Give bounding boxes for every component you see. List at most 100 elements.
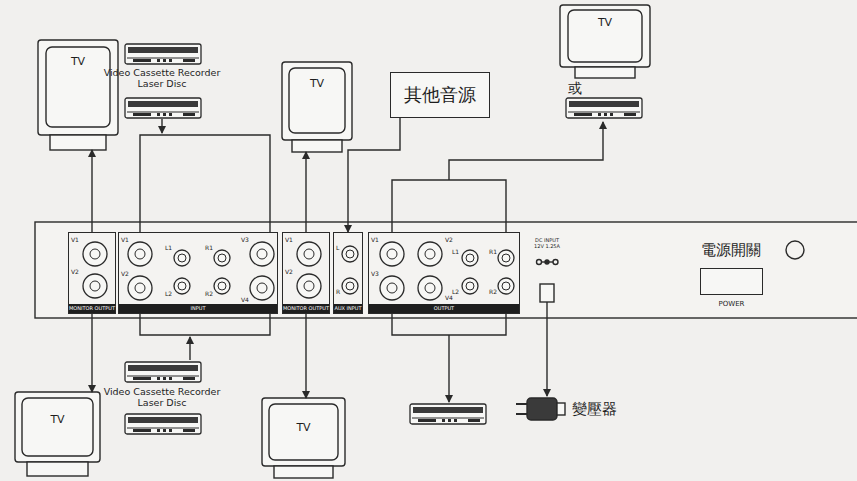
tv-body <box>560 5 650 67</box>
tv-body <box>282 62 352 140</box>
adapter-prong <box>516 403 527 405</box>
input-bracket <box>140 314 270 335</box>
jack-socket <box>380 276 404 300</box>
jack-socket <box>174 250 190 266</box>
jack-socket <box>128 276 152 300</box>
jack-socket <box>90 249 100 259</box>
section-label: INPUT <box>119 304 277 313</box>
jack-socket <box>346 250 354 258</box>
jack-label: V1 <box>371 237 379 243</box>
section-label: OUTPUT <box>369 304 519 313</box>
jack-socket <box>178 282 186 290</box>
jack-socket <box>425 249 435 259</box>
jack-socket <box>498 278 514 294</box>
jack-socket <box>466 282 474 290</box>
signal-connector <box>91 314 92 392</box>
jack-socket <box>342 246 358 262</box>
output-section: V1V2L1R1V3V4L2R2OUTPUT <box>368 232 520 314</box>
jack-socket <box>218 254 226 262</box>
jack-label: L2 <box>452 289 459 295</box>
output-bracket <box>392 180 506 232</box>
signal-connector <box>348 118 400 232</box>
jack-label: L <box>336 245 339 251</box>
vcr-device <box>410 404 486 424</box>
input-arrow <box>189 337 190 360</box>
aux-input-section: LRAUX INPUT <box>333 232 363 314</box>
power-knob <box>786 241 804 259</box>
jack-label: V1 <box>71 237 79 243</box>
tv-monitor: TV <box>38 40 118 150</box>
jack-socket <box>297 274 321 298</box>
dc-jack <box>540 284 554 302</box>
vcr-device <box>125 362 201 382</box>
jack-label: R2 <box>489 289 497 295</box>
tv-label: TV <box>15 414 100 425</box>
jack-socket <box>380 242 404 266</box>
tv-label: TV <box>38 56 118 67</box>
jack-label: L1 <box>165 245 172 251</box>
input-arrow <box>161 119 162 133</box>
jack-label: R2 <box>205 291 213 297</box>
jack-group <box>83 242 514 300</box>
switch-label: POWER <box>701 301 762 308</box>
jack-socket <box>462 250 478 266</box>
tv-label: TV <box>560 17 650 28</box>
jack-socket <box>135 249 145 259</box>
input-bracket <box>140 135 270 232</box>
jack-label: L2 <box>165 291 172 297</box>
jack-socket <box>297 242 321 266</box>
adapter-plug <box>557 403 565 415</box>
tv-screen <box>22 398 93 456</box>
jack-label: R1 <box>205 245 213 251</box>
audio-source-box: 其他音源 <box>390 72 490 118</box>
monitor-output-section: V1V2MONITOR OUTPUT <box>282 232 330 314</box>
dc-input-label: DC INPUT 12V 1.25A <box>533 238 561 250</box>
jack-socket <box>462 278 478 294</box>
jack-socket <box>135 283 145 293</box>
tv-body <box>15 392 100 462</box>
jack-label: R1 <box>489 249 497 255</box>
jack-socket <box>214 278 230 294</box>
or-label: 或 <box>568 80 588 96</box>
tv-label: TV <box>262 422 345 433</box>
device-label: Video Cassette Recorder Laser Disc <box>102 68 222 90</box>
jack-socket <box>174 278 190 294</box>
jack-socket <box>418 242 442 266</box>
dc-polarity-symbol <box>553 260 558 265</box>
output-arrow <box>448 335 449 402</box>
jack-socket <box>346 282 354 290</box>
power-cord <box>546 302 547 396</box>
switch-heading: 電源開關 <box>701 243 761 258</box>
jack-label: R <box>336 289 340 295</box>
jack-socket <box>214 250 230 266</box>
vcr-device <box>125 98 201 118</box>
jack-socket <box>257 283 267 293</box>
tv-monitor: TV <box>560 5 650 78</box>
jack-socket <box>257 249 267 259</box>
jack-socket <box>218 282 226 290</box>
jack-label: V2 <box>285 269 293 275</box>
input-section: V1L1R1V3V2L2R2V4INPUT <box>118 232 278 314</box>
jack-socket <box>304 249 314 259</box>
jack-socket <box>387 283 397 293</box>
jack-label: V1 <box>121 237 129 243</box>
output-arrow <box>449 122 603 180</box>
section-label: MONITOR OUTPUT <box>69 304 115 313</box>
tv-base <box>292 140 342 152</box>
jack-socket <box>425 283 435 293</box>
tv-base <box>274 466 333 478</box>
jack-socket <box>83 274 107 298</box>
adapter-label: 變壓器 <box>572 401 632 418</box>
signal-connector <box>305 314 306 398</box>
jack-label: V4 <box>241 297 249 303</box>
tv-base <box>50 135 106 150</box>
section-label: MONITOR OUTPUT <box>283 304 329 313</box>
jack-socket <box>250 276 274 300</box>
jack-socket <box>466 254 474 262</box>
jack-label: V3 <box>241 237 249 243</box>
jack-socket <box>418 276 442 300</box>
jack-socket <box>90 281 100 291</box>
monitor-output-section: V1V2MONITOR OUTPUT <box>68 232 116 314</box>
jack-socket <box>502 282 510 290</box>
